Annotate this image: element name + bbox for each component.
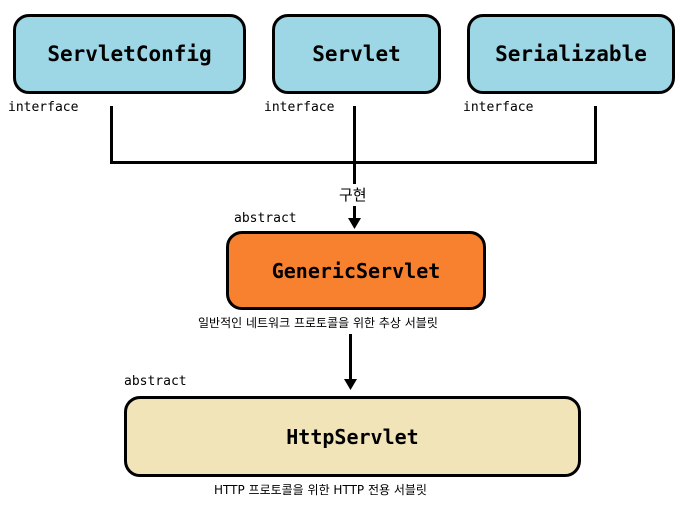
servlet-config-stereotype: interface	[8, 100, 79, 115]
servlet-config-label: ServletConfig	[47, 42, 212, 66]
servlet-label: Servlet	[312, 42, 401, 66]
serializable-box: Serializable	[467, 14, 675, 94]
implements-label: 구현	[339, 186, 367, 204]
servlet-config-connector	[110, 106, 113, 164]
generic-servlet-stereotype: abstract	[234, 211, 297, 226]
servlet-connector	[353, 106, 356, 184]
servlet-config-box: ServletConfig	[13, 14, 246, 94]
generic-servlet-description: 일반적인 네트워크 프로토콜을 위한 추상 서블릿	[198, 316, 438, 330]
http-servlet-description: HTTP 프로토콜을 위한 HTTP 전용 서블릿	[214, 483, 427, 497]
extends-arrow-shaft	[349, 334, 352, 380]
servlet-stereotype: interface	[264, 100, 335, 115]
generic-servlet-label: GenericServlet	[271, 258, 441, 283]
serializable-connector	[594, 106, 597, 164]
serializable-stereotype: interface	[463, 100, 534, 115]
generic-servlet-box: GenericServlet	[226, 231, 486, 310]
extends-arrowhead	[344, 379, 357, 390]
implements-arrow-shaft	[353, 206, 356, 220]
serializable-label: Serializable	[495, 42, 647, 66]
http-servlet-stereotype: abstract	[124, 374, 187, 389]
http-servlet-box: HttpServlet	[124, 396, 581, 477]
implements-arrowhead	[348, 218, 361, 229]
http-servlet-label: HttpServlet	[286, 424, 419, 449]
servlet-box: Servlet	[272, 14, 441, 94]
